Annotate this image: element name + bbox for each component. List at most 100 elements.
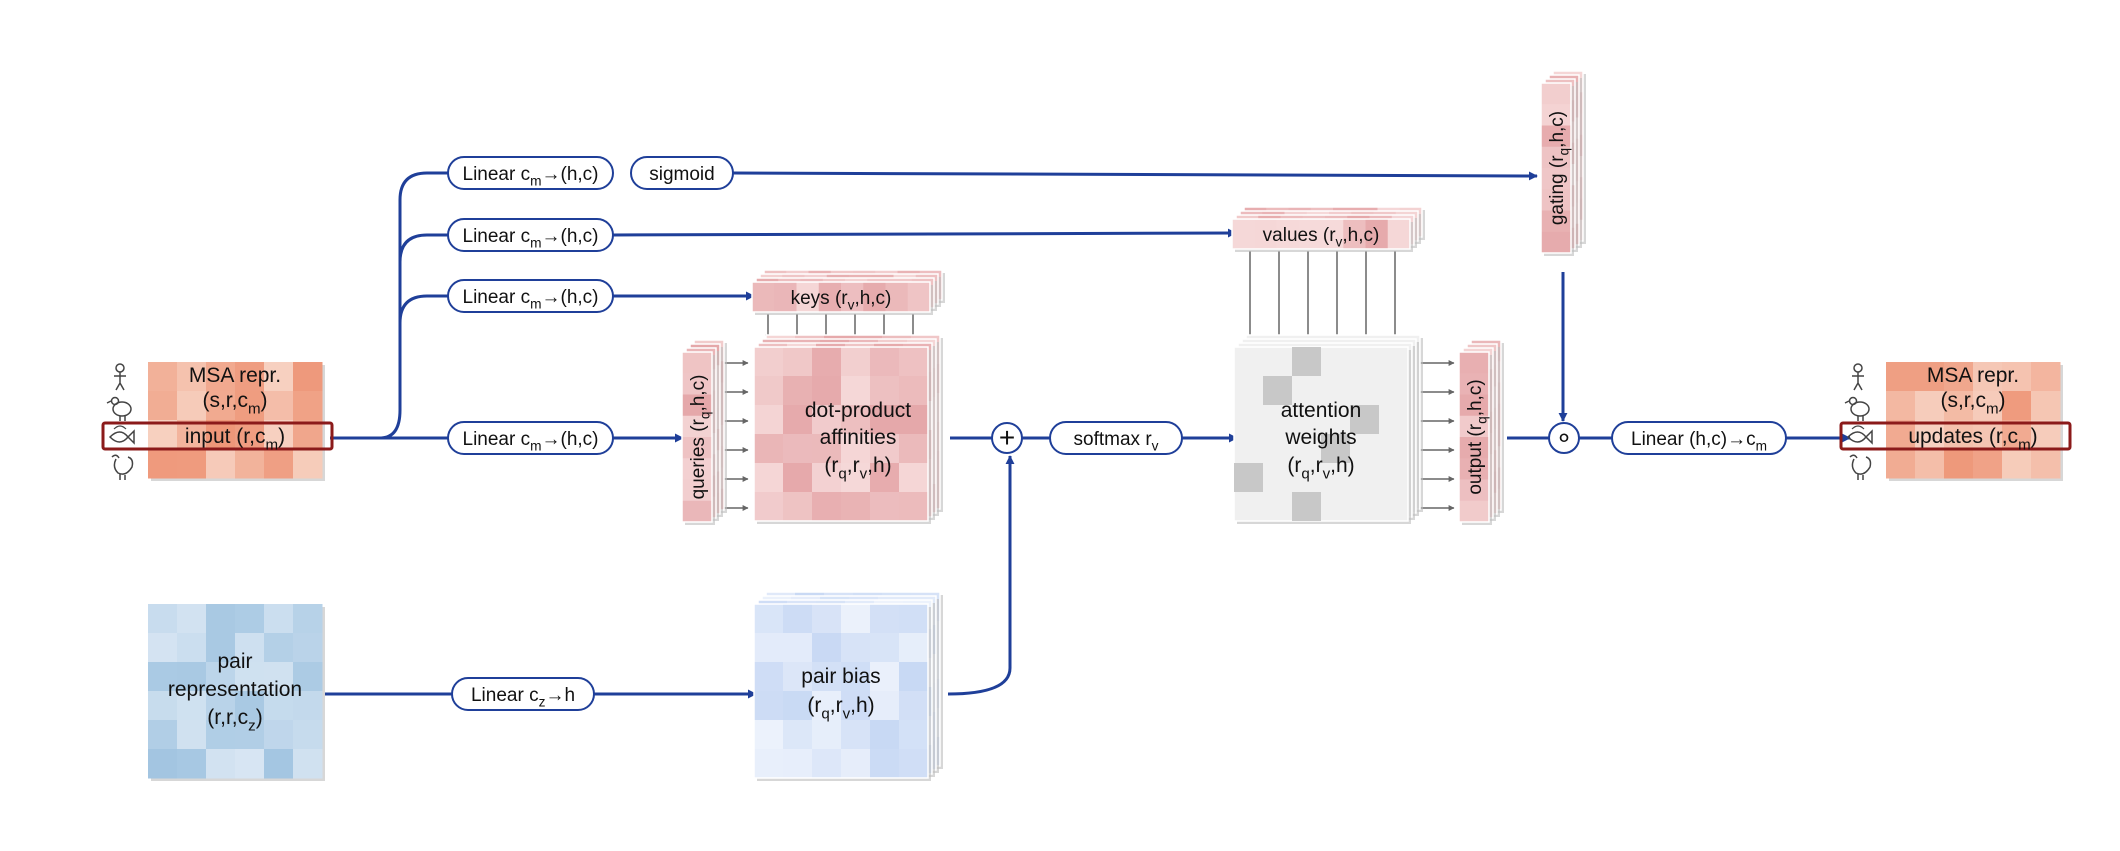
linear-output-op: Linear (h,c)→cm​ — [1611, 421, 1787, 455]
pair-cell — [235, 604, 265, 634]
pair-bias-sheet-cell — [899, 691, 929, 721]
pair-cell — [177, 633, 207, 663]
pair-cell — [264, 691, 294, 721]
msa-input-representation-cell — [177, 449, 207, 479]
pair-cell — [177, 604, 207, 634]
pair-bias-sheet-cell — [899, 604, 929, 634]
affinity-sheet-cell — [812, 492, 842, 522]
keys-sheet-cell — [841, 282, 864, 313]
affinity-sheet-cell — [754, 347, 784, 377]
gating-sheet-cell — [1541, 104, 1572, 126]
linear-keys-op-outline — [447, 279, 614, 313]
affinity-sheet-cell — [812, 463, 842, 493]
linear-values-op-outline — [447, 218, 614, 252]
queries-label: queries (rq,h,c) — [688, 375, 713, 500]
affinity-sheet-cell — [870, 347, 900, 377]
edge-sigmoid-to-gating — [732, 171, 1538, 181]
pair-label-1: pair — [217, 650, 252, 673]
msa-input-representation-cell — [206, 391, 236, 421]
msa-output-updates: MSA repr.(s,r,cm)updates (r,cm) — [1839, 362, 2072, 481]
affinity-sheet-cell — [870, 463, 900, 493]
output-label: output (rq,h,c) — [1465, 379, 1490, 494]
keys-sheet-cell — [885, 282, 909, 313]
msa-output-updates-cell — [1915, 420, 1945, 450]
pair-bias-sheet-cell — [841, 691, 871, 721]
msa-input-representation-cell — [177, 420, 207, 450]
affinity-sheet-cell — [812, 347, 842, 377]
msa-output-updates-cell — [1915, 391, 1945, 421]
queries-sheet-cell — [682, 500, 713, 523]
msa-input-representation-cell — [177, 362, 207, 392]
pair-cell — [177, 662, 207, 692]
msa-input-representation-cell — [148, 420, 178, 450]
affinity-sheet-cell — [841, 376, 871, 406]
softmax-op: softmax rv​ — [1049, 421, 1183, 455]
pair-bias-sheet-cell — [754, 749, 784, 779]
linear-queries-op: Linear cm→(h,c) — [447, 421, 614, 455]
msa-input-representation-cell — [264, 449, 294, 479]
msa-input-representation-cell — [293, 362, 323, 392]
msa-input-representation-cell — [264, 420, 294, 450]
msa-input-representation: MSA repr.(s,r,cm)input (r,cm) — [101, 362, 334, 481]
affinities-shape: (rq,rv,h) — [824, 454, 891, 482]
attention-weight-cell — [1292, 347, 1321, 376]
output-sheet-cell — [1459, 415, 1490, 438]
msa-output-updates-shape: (s,r,cm) — [1940, 389, 2005, 417]
gate-multiply-op-symbol: ∘ — [1555, 422, 1573, 453]
pair-cell — [264, 662, 294, 692]
values-sheet-cell — [1387, 219, 1411, 250]
msa-output-updates-cell — [2002, 449, 2032, 479]
msa-output-updates-row-label: updates (r,cm) — [1908, 425, 2037, 453]
msa-input-representation-row-highlight — [101, 421, 334, 451]
pair-cell — [235, 691, 265, 721]
pair-bias-sheet-cell — [754, 662, 784, 692]
msa-output-updates-cell — [1944, 391, 1974, 421]
gating-label: gating (rq,h,c) — [1547, 111, 1572, 225]
msa-output-updates-cell — [2031, 449, 2061, 479]
pair-bias-sheet-cell — [812, 720, 842, 750]
output-species-icons — [1844, 363, 1873, 480]
pair-bias-sheet-cell — [812, 662, 842, 692]
attention-weight-cell — [1321, 434, 1350, 463]
linear-gating-op: Linear cm→(h,c) — [447, 156, 614, 190]
linear-pair-op-label: Linear cz→h — [471, 685, 575, 710]
msa-output-updates-cell — [1886, 420, 1916, 450]
keys-sheet-cell — [796, 282, 820, 313]
attention-weight-cell — [1234, 463, 1263, 492]
gate-multiply-op: ∘ — [1548, 422, 1580, 454]
output: output (rq,h,c) — [1458, 339, 1504, 525]
gate-multiply-op-outline — [1548, 422, 1580, 454]
linear-queries-op-label: Linear cm→(h,c) — [463, 429, 599, 454]
pair-bias-sheet-cell — [899, 720, 929, 750]
pair-bias-sheet-cell — [812, 633, 842, 663]
msa-output-updates-cell — [1973, 391, 2003, 421]
gating-sheet-cell — [1541, 210, 1572, 233]
affinity-sheet-cell — [899, 405, 929, 435]
rooster-icon — [1849, 454, 1872, 480]
pair-bias-sheet-cell — [783, 662, 813, 692]
values-sheet-cell — [1232, 219, 1255, 250]
pair-bias-sheet-cell — [870, 691, 900, 721]
msa-output-updates-cell — [1944, 449, 1974, 479]
pair-bias-sheet-cell — [812, 749, 842, 779]
pair-bias-sheet-edge — [753, 603, 929, 779]
human-icon — [1852, 363, 1864, 391]
affinity-sheet-cell — [754, 376, 784, 406]
msa-input-representation-cell — [235, 420, 265, 450]
pair-bias-sheet-cell — [870, 720, 900, 750]
pair-cell — [293, 633, 323, 663]
keys-label: keys (rv,h,c) — [791, 288, 892, 313]
affinity-sheet-cell — [754, 492, 784, 522]
keys-sheet-cell — [907, 282, 931, 313]
attention-weight-cell — [1350, 405, 1379, 434]
attention-weight-cell — [1263, 376, 1292, 405]
msa-output-updates-cell — [1973, 362, 2003, 392]
linear-pair-op: Linear cz→h — [451, 677, 595, 711]
pair-cell — [293, 720, 323, 750]
keys-sheet-cell — [863, 282, 886, 313]
pair-bias: pair bias(rq,rv,h) — [753, 591, 943, 781]
pair-bias-sheet-cell — [783, 691, 813, 721]
queries-sheet-cell — [682, 415, 713, 438]
